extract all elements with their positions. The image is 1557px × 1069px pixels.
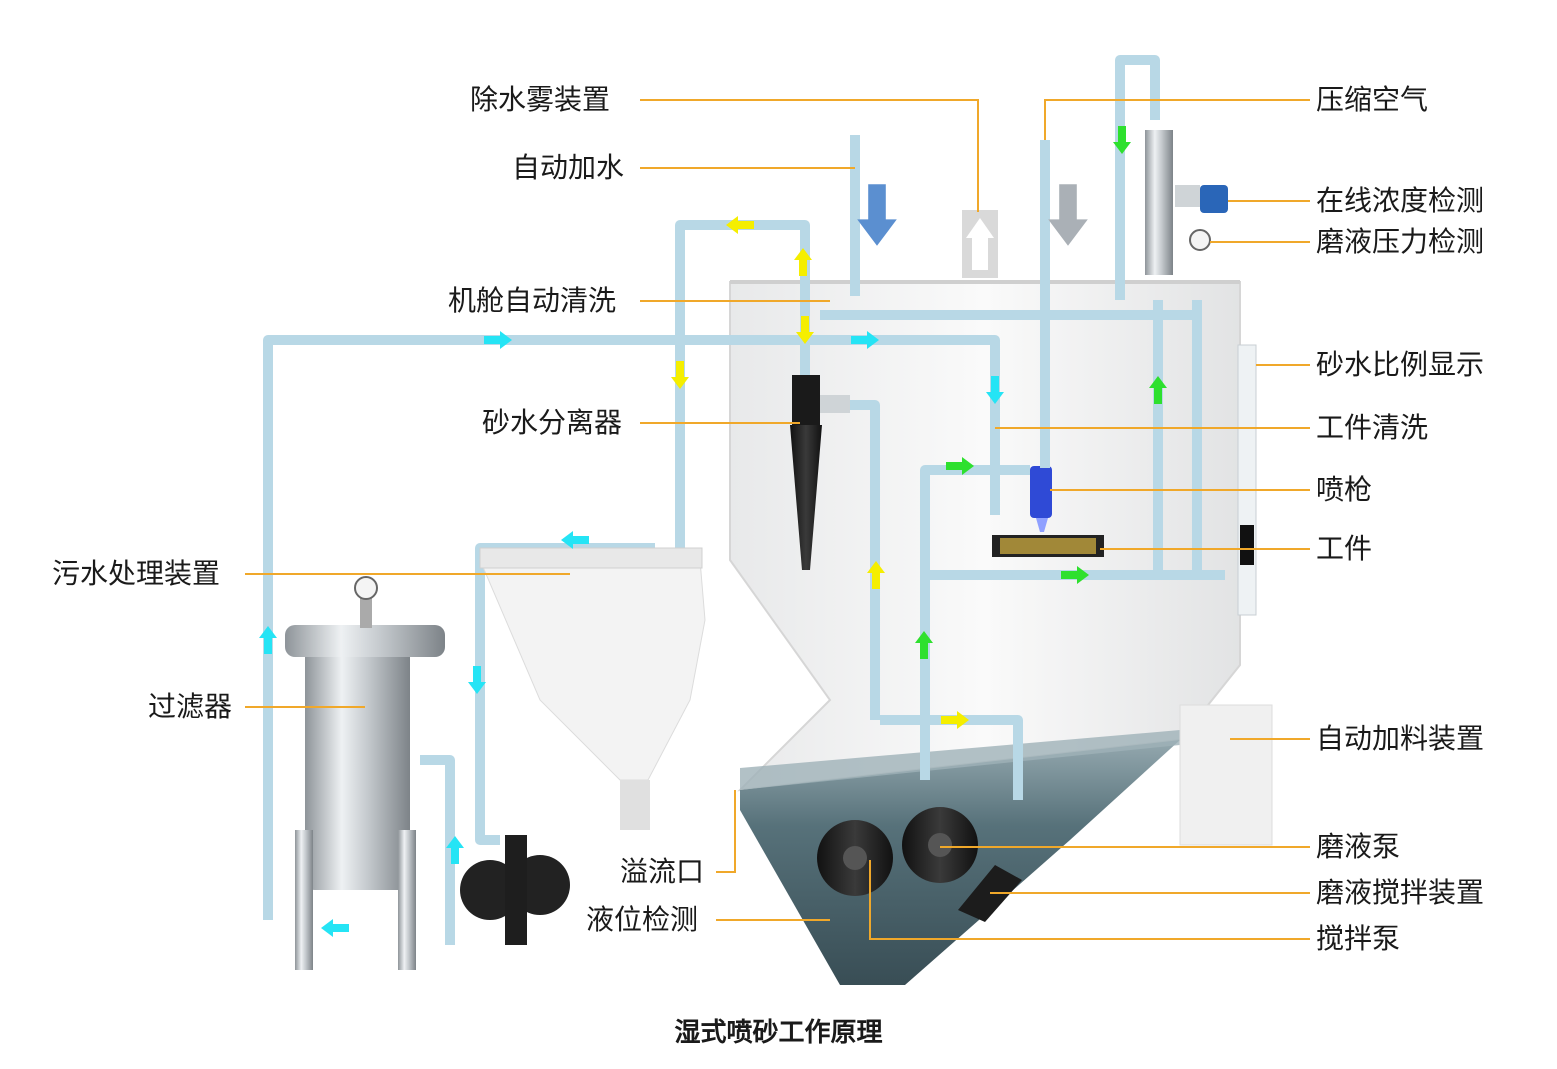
- exhaust-arrow-up-icon: [966, 218, 994, 270]
- label-mix-pump: 搅拌泵: [1316, 922, 1401, 955]
- flow-arrow-down-icon: [986, 376, 1004, 404]
- sand-water-separator: [790, 375, 850, 570]
- flow-arrow-right-icon: [946, 457, 974, 475]
- auto-feed-box: [1179, 704, 1273, 846]
- flow-arrow-left-icon: [321, 919, 349, 937]
- label-workpiece-wash: 工件清洗: [1316, 411, 1429, 444]
- flow-arrow-up-icon: [794, 248, 812, 276]
- label-slurry-mixer: 磨液搅拌装置: [1316, 876, 1485, 909]
- flow-arrow-up-icon: [867, 561, 885, 589]
- flow-arrow-left-icon: [726, 216, 754, 234]
- sewage-treatment-hopper: [479, 547, 706, 830]
- diaphragm-pump: [460, 835, 570, 945]
- leader-air: [1044, 99, 1310, 140]
- flow-arrow-down-icon: [468, 666, 486, 694]
- label-filter: 过滤器: [148, 690, 233, 723]
- flow-arrow-down-icon: [671, 361, 689, 389]
- label-air: 压缩空气: [1316, 83, 1429, 116]
- flow-arrow-up-icon: [259, 626, 277, 654]
- flow-arrows: [259, 126, 1167, 937]
- label-ratio: 砂水比例显示: [1316, 348, 1485, 381]
- flow-arrow-down-icon: [857, 184, 897, 246]
- label-slurry-pump: 磨液泵: [1316, 830, 1401, 863]
- flow-arrow-right-icon: [1061, 566, 1089, 584]
- label-level: 液位检测: [586, 903, 699, 936]
- label-cabin-clean: 机舱自动清洗: [448, 284, 617, 317]
- flow-arrow-down-icon: [1113, 126, 1131, 154]
- workpiece: [992, 535, 1104, 557]
- leader-overflow: [716, 790, 736, 873]
- leader-mix-pump: [869, 860, 1310, 940]
- label-pressure: 磨液压力检测: [1316, 225, 1485, 258]
- bag-filter: [285, 576, 445, 970]
- spray-gun: [1030, 466, 1052, 532]
- label-gun: 喷枪: [1316, 473, 1373, 506]
- label-workpiece: 工件: [1316, 532, 1373, 565]
- label-concentration: 在线浓度检测: [1316, 184, 1485, 217]
- label-overflow: 溢流口: [620, 855, 705, 888]
- flow-arrow-right-icon: [484, 331, 512, 349]
- flow-arrow-left-icon: [561, 531, 589, 549]
- label-sewage: 污水处理装置: [52, 557, 221, 590]
- flow-arrow-up-icon: [446, 836, 464, 864]
- label-auto-water: 自动加水: [512, 151, 625, 184]
- label-separator: 砂水分离器: [482, 406, 623, 439]
- slurry-pumps: [817, 807, 1022, 922]
- leader-demist: [640, 99, 979, 212]
- flow-arrow-up-icon: [1149, 376, 1167, 404]
- flow-arrow-down-icon: [1048, 184, 1088, 246]
- flow-arrow-down-icon: [796, 316, 814, 344]
- leader-lines: [245, 99, 1310, 940]
- flow-arrow-right-icon: [941, 711, 969, 729]
- flow-arrow-up-icon: [915, 631, 933, 659]
- diagram-caption: 湿式喷砂工作原理: [674, 1018, 883, 1048]
- label-demist: 除水雾装置: [470, 83, 611, 116]
- flow-arrow-right-icon: [851, 331, 879, 349]
- label-auto-feed: 自动加料装置: [1316, 722, 1485, 755]
